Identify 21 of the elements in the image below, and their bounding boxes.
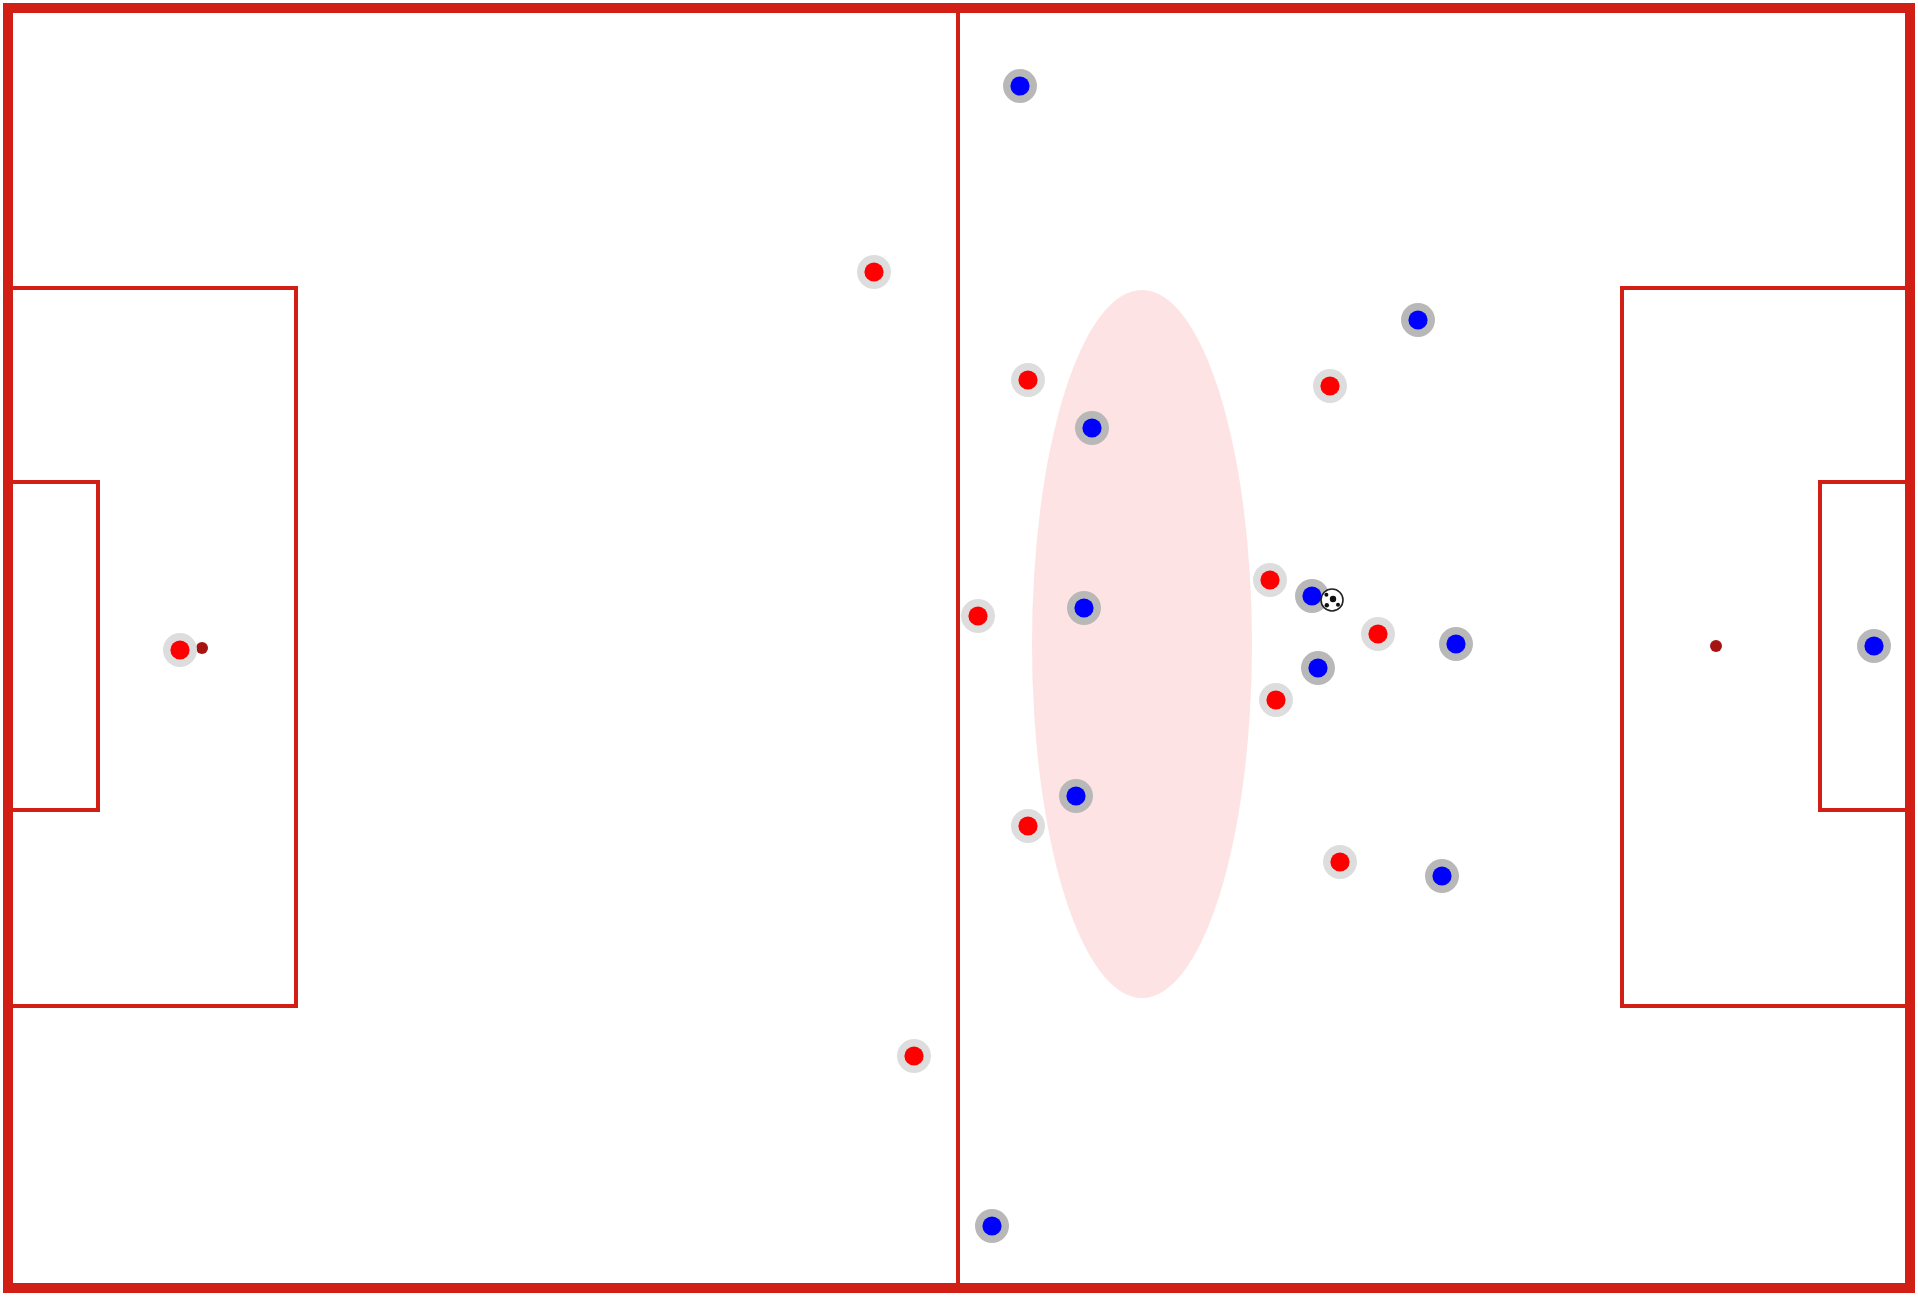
player-marker-icon [1011,809,1045,843]
player-marker-icon [1075,411,1109,445]
player-marker-icon [1059,779,1093,813]
player-marker-icon [1067,591,1101,625]
player-marker-icon [1253,563,1287,597]
player-marker-icon [1439,627,1473,661]
player-marker-icon [1003,69,1037,103]
player-marker-icon [1425,859,1459,893]
player-marker-icon [1361,617,1395,651]
player-marker-icon [1401,303,1435,337]
player-marker-icon [1313,369,1347,403]
player-marker-icon [1857,629,1891,663]
player-marker-icon [961,599,995,633]
player-marker-icon [897,1039,931,1073]
player-marker-icon [1259,683,1293,717]
player-marker-icon [975,1209,1009,1243]
player-marker-icon [1323,845,1357,879]
player-marker-icon [857,255,891,289]
player-marker-icon [1011,363,1045,397]
player-marker-icon [1301,651,1335,685]
player-marker-icon [163,633,197,667]
